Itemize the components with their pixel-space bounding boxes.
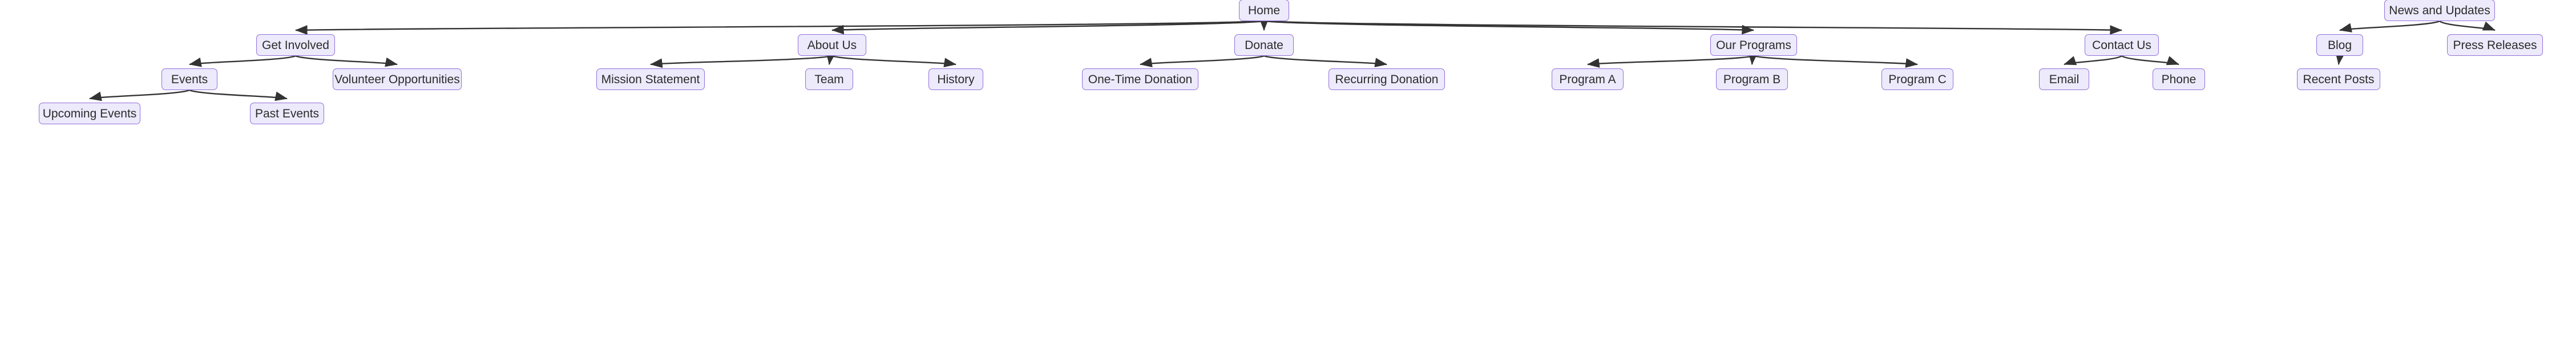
node-past-events[interactable]: Past Events (250, 103, 324, 124)
node-program-c[interactable]: Program C (1881, 68, 1953, 90)
node-label-news-and-updates: News and Updates (2389, 3, 2490, 17)
node-label-volunteer-opportunities: Volunteer Opportunities (334, 72, 460, 86)
node-label-press-releases: Press Releases (2453, 38, 2537, 52)
node-press-releases[interactable]: Press Releases (2447, 34, 2543, 56)
node-one-time-donation[interactable]: One-Time Donation (1082, 68, 1198, 90)
node-label-one-time-donation: One-Time Donation (1088, 72, 1193, 86)
node-recurring-donation[interactable]: Recurring Donation (1329, 68, 1445, 90)
node-home[interactable]: Home (1239, 0, 1289, 21)
node-label-contact-us: Contact Us (2092, 38, 2151, 52)
node-about-us[interactable]: About Us (798, 34, 866, 56)
node-label-history: History (937, 72, 975, 86)
node-label-program-c: Program C (1888, 72, 1947, 86)
node-label-program-a: Program A (1559, 72, 1616, 86)
node-label-program-b: Program B (1723, 72, 1781, 86)
node-history[interactable]: History (928, 68, 983, 90)
node-program-b[interactable]: Program B (1716, 68, 1788, 90)
node-contact-us[interactable]: Contact Us (2085, 34, 2159, 56)
node-donate[interactable]: Donate (1234, 34, 1294, 56)
node-mission-statement[interactable]: Mission Statement (596, 68, 705, 90)
node-program-a[interactable]: Program A (1552, 68, 1624, 90)
node-our-programs[interactable]: Our Programs (1710, 34, 1797, 56)
node-phone[interactable]: Phone (2153, 68, 2205, 90)
node-email[interactable]: Email (2039, 68, 2089, 90)
node-label-our-programs: Our Programs (1716, 38, 1791, 52)
node-get-involved[interactable]: Get Involved (256, 34, 335, 56)
node-label-mission-statement: Mission Statement (601, 72, 700, 86)
node-label-donate: Donate (1245, 38, 1283, 52)
node-label-home: Home (1247, 3, 1281, 17)
node-label-get-involved: Get Involved (262, 38, 329, 52)
node-label-upcoming-events: Upcoming Events (42, 107, 137, 120)
node-label-recent-posts: Recent Posts (2303, 72, 2375, 86)
node-team[interactable]: Team (805, 68, 853, 90)
node-blog[interactable]: Blog (2316, 34, 2363, 56)
node-label-blog: Blog (2327, 38, 2352, 52)
node-events[interactable]: Events (161, 68, 217, 90)
node-volunteer-opportunities[interactable]: Volunteer Opportunities (333, 68, 462, 90)
node-upcoming-events[interactable]: Upcoming Events (39, 103, 140, 124)
node-label-past-events: Past Events (255, 107, 320, 120)
node-label-about-us: About Us (807, 38, 857, 52)
node-news-and-updates[interactable]: News and Updates (2384, 0, 2495, 21)
node-label-email: Email (2049, 72, 2080, 86)
node-recent-posts[interactable]: Recent Posts (2297, 68, 2380, 90)
node-label-team: Team (814, 72, 844, 86)
node-label-events: Events (171, 72, 208, 86)
node-label-phone: Phone (2161, 72, 2197, 86)
node-label-recurring-donation: Recurring Donation (1335, 72, 1439, 86)
